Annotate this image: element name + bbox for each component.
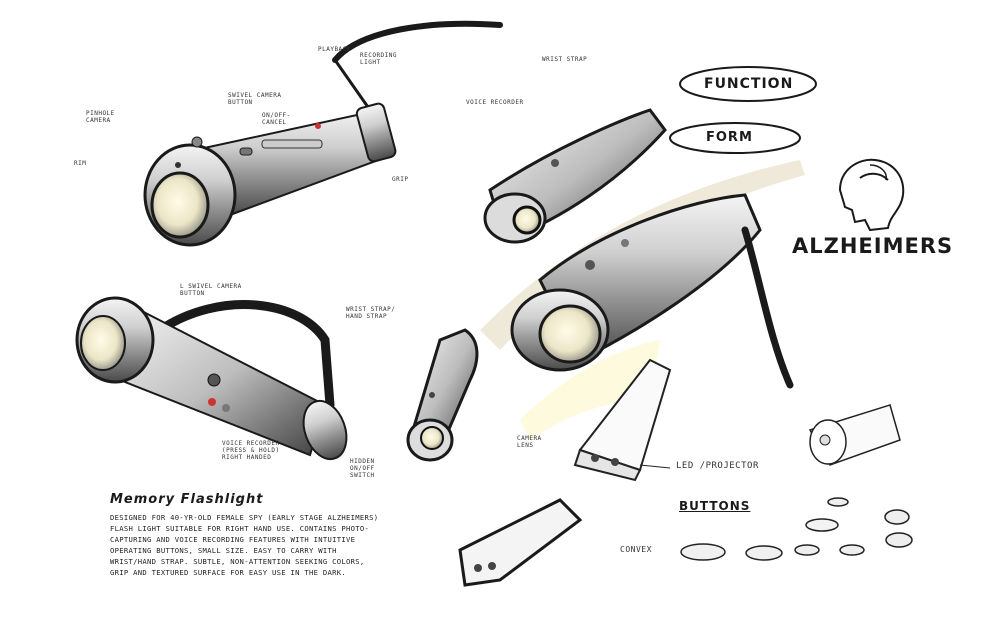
label-on-off-cancel: On/off- cancel — [262, 112, 291, 126]
yellow-highlight — [520, 340, 660, 440]
heading-function: Function — [704, 76, 794, 92]
label-swivel-camera-button-2: L Swivel camera button — [180, 283, 242, 297]
label-grip: Grip — [392, 176, 409, 183]
prism-concept — [458, 498, 583, 587]
flashlight-small — [406, 328, 479, 462]
flashlight-top — [143, 20, 503, 247]
label-convex: Convex — [620, 545, 652, 554]
flashlight-curved-main — [510, 193, 794, 389]
label-camera-lens: Camera lens — [517, 435, 542, 449]
box-concept — [573, 358, 672, 482]
label-wrist-strap-top: Wrist strap — [542, 56, 588, 63]
label-swivel-camera-button: Swivel camera button — [228, 92, 282, 106]
label-playback: Playback — [318, 46, 351, 53]
sheet-description: Designed for 40-yr-old female spy (early… — [110, 513, 379, 577]
heading-form: Form — [706, 130, 753, 145]
heading-alzheimers: Alzheimers — [792, 234, 954, 258]
cylinder-concept — [808, 404, 901, 466]
sheet-title: Memory Flashlight — [110, 492, 264, 507]
flashlight-strap — [75, 296, 348, 461]
label-recording-light: Recording light — [360, 52, 398, 66]
label-wrist-strap-hand-strap: Wrist strap/ hand strap — [346, 306, 396, 320]
buttons-sketches — [680, 497, 913, 561]
function-bubble — [679, 66, 817, 102]
label-pinhole-camera: Pinhole camera — [86, 110, 115, 124]
flashlight-curved-top — [483, 108, 667, 244]
label-voice-recorder-2: Voice recorder (press & hold) right hand… — [222, 440, 280, 461]
label-hidden-on-off-switch: Hidden on/off switch — [350, 458, 375, 479]
label-rim: Rim — [74, 160, 87, 167]
label-voice-recorder: Voice recorder — [466, 99, 524, 106]
head-icon — [838, 158, 905, 232]
heading-buttons: Buttons — [679, 499, 751, 513]
form-bubble — [669, 122, 801, 154]
label-led-projector: LED /Projector — [676, 461, 759, 471]
